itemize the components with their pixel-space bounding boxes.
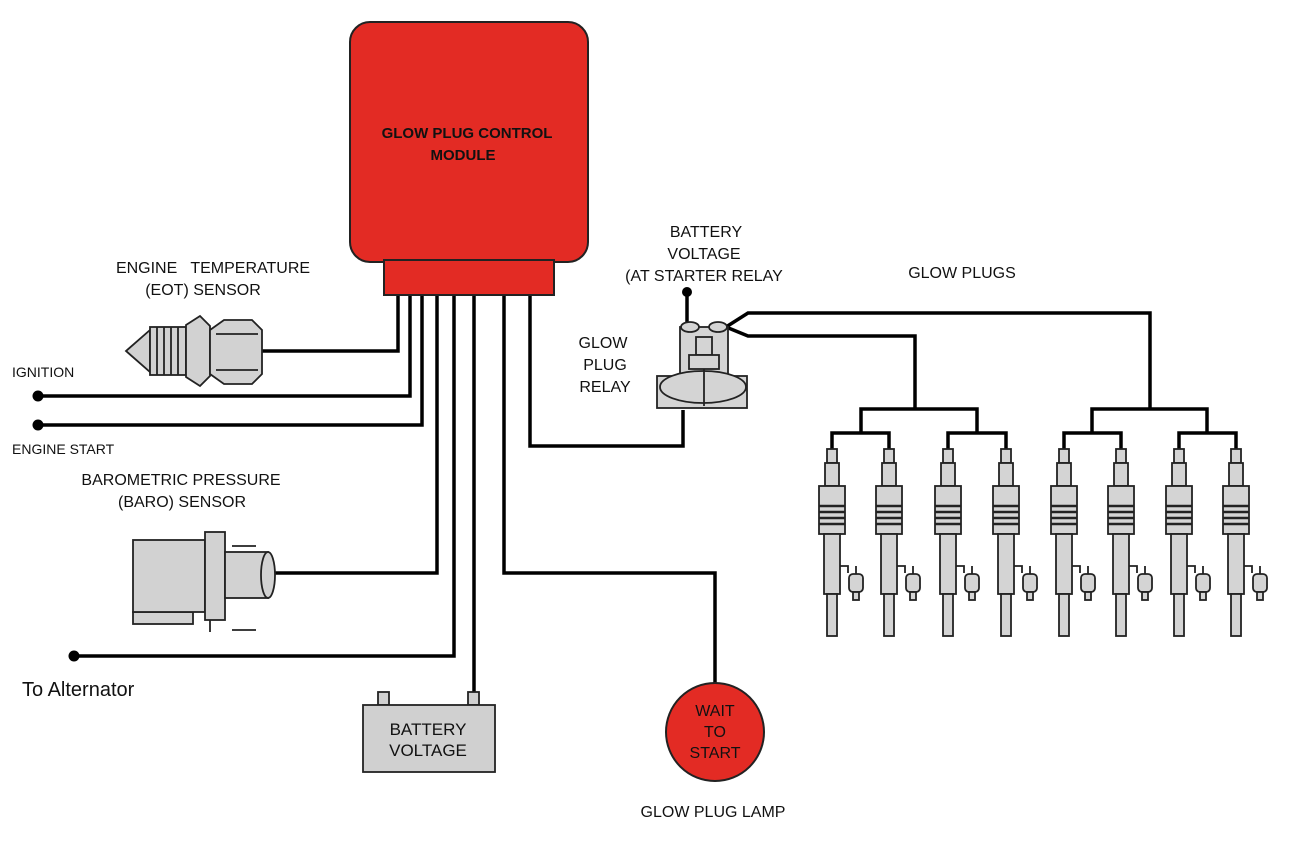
starter-voltage-label-line2: VOLTAGE	[667, 246, 740, 263]
lamp-text-line2: TO	[704, 724, 726, 741]
wire-baro-sensor	[275, 294, 439, 575]
harness-branch	[946, 431, 1008, 450]
battery: BATTERY VOLTAGE	[362, 691, 496, 773]
wire-alternator	[74, 294, 456, 658]
lamp-body	[665, 682, 765, 782]
module-body	[349, 21, 589, 263]
module-label-line1: GLOW PLUG CONTROL	[382, 125, 553, 142]
ignition-terminal	[32, 390, 44, 402]
harness-branch	[1062, 431, 1123, 450]
harness-branch	[1177, 431, 1238, 450]
module-label-line2: MODULE	[431, 147, 496, 164]
alternator-terminal	[68, 650, 80, 662]
glow-plug	[875, 448, 921, 637]
baro-sensor-label-line1: BAROMETRIC PRESSURE	[81, 472, 280, 489]
wire-eot-sensor	[262, 294, 400, 353]
glow-plug-lamp: WAIT TO START GLOW PLUG LAMP	[641, 682, 786, 821]
starter-voltage-terminal	[682, 287, 692, 297]
wire-relay-control	[528, 294, 685, 448]
baro-sensor-icon	[132, 531, 276, 632]
baro-sensor: BAROMETRIC PRESSURE (BARO) SENSOR	[81, 472, 281, 632]
eot-sensor-icon	[124, 314, 263, 388]
baro-sensor-label-line2: (BARO) SENSOR	[118, 494, 246, 511]
glow-plugs-group	[818, 448, 1268, 637]
lamp-text-line1: WAIT	[695, 703, 735, 720]
lamp-caption: GLOW PLUG LAMP	[641, 804, 786, 821]
starter-voltage-label-line1: BATTERY	[670, 224, 743, 241]
engine-start-label: ENGINE START	[12, 441, 115, 457]
alternator-label: To Alternator	[22, 679, 135, 701]
wire-lamp	[502, 294, 717, 683]
eot-sensor: ENGINE TEMPERATURE (EOT) SENSOR	[116, 260, 310, 388]
battery-label-line2: VOLTAGE	[389, 741, 467, 760]
module-connector	[383, 259, 555, 296]
eot-sensor-label-line1: ENGINE TEMPERATURE	[116, 260, 310, 277]
glow-plug	[934, 448, 980, 637]
glow-plug	[1050, 448, 1096, 637]
battery-body	[362, 704, 496, 773]
lamp-text-line3: START	[690, 745, 741, 762]
engine-start-terminal	[32, 419, 44, 431]
relay-icon	[656, 321, 748, 409]
glow-plug-relay: GLOW PLUG RELAY	[579, 321, 748, 409]
wire-engine-start	[38, 294, 424, 427]
wiring	[38, 292, 1152, 700]
eot-sensor-label-line2: (EOT) SENSOR	[145, 282, 261, 299]
input-terminals	[32, 287, 692, 662]
starter-voltage-label-line3: (AT STARTER RELAY	[625, 268, 783, 285]
glow-plug	[1222, 448, 1268, 637]
glow-plugs-label: GLOW PLUGS	[908, 265, 1016, 282]
wire-relay-to-plugs-left	[725, 325, 917, 409]
glow-plug	[992, 448, 1038, 637]
wire-ignition	[38, 294, 412, 398]
glow-plug	[818, 448, 864, 637]
wire-relay-to-plugs-right	[725, 311, 1152, 409]
glow-plug	[1165, 448, 1211, 637]
ignition-label: IGNITION	[12, 364, 74, 380]
relay-label-line3: RELAY	[579, 379, 631, 396]
relay-label-line1: GLOW	[579, 335, 629, 352]
harness-bar-left	[859, 407, 979, 433]
battery-label-line1: BATTERY	[390, 720, 467, 739]
harness-bar-right	[1090, 407, 1209, 433]
control-module: GLOW PLUG CONTROL MODULE	[349, 21, 589, 296]
relay-label-line2: PLUG	[583, 357, 627, 374]
harness-branch	[830, 431, 891, 450]
glow-plug-harness	[830, 407, 1238, 450]
glow-plug	[1107, 448, 1153, 637]
